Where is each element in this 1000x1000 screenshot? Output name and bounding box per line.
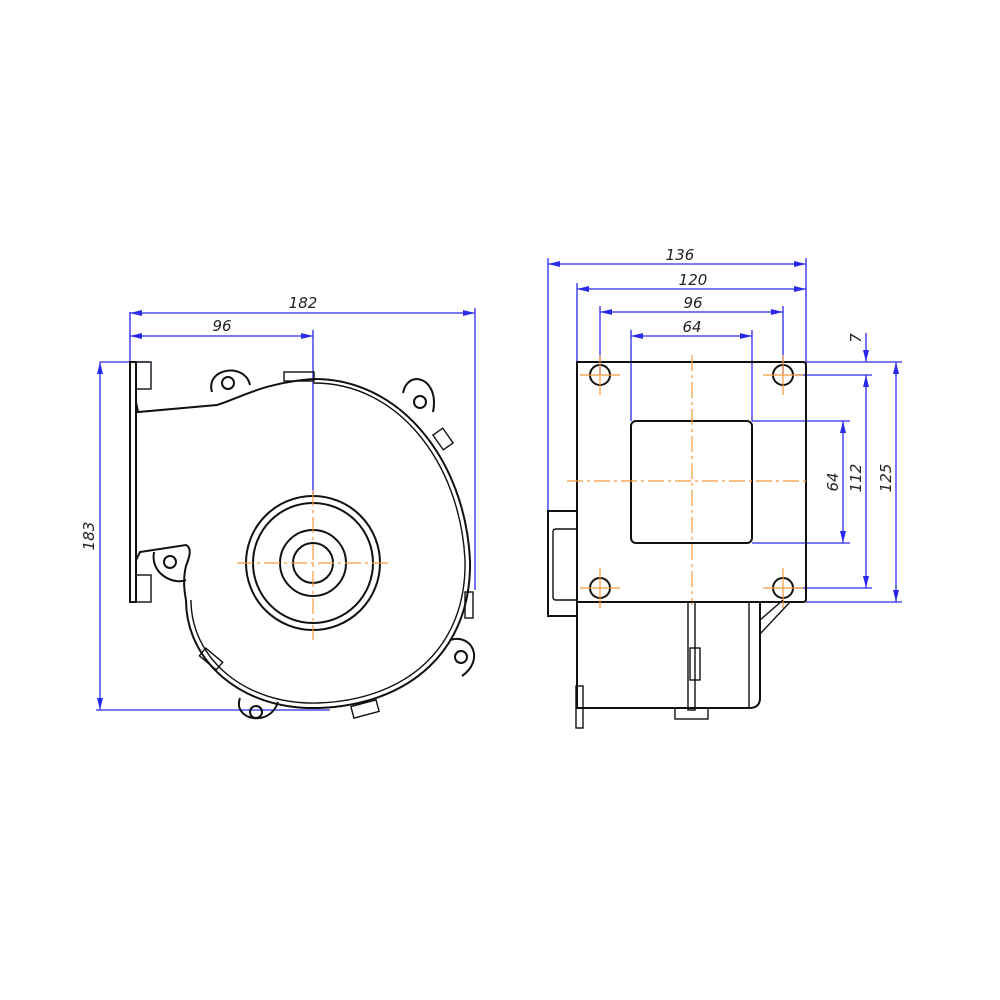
dim-label-182: 182 <box>289 294 318 312</box>
dim-label-96: 96 <box>212 317 231 335</box>
dim-label-120: 120 <box>679 271 708 289</box>
fan-housing <box>185 377 472 710</box>
dim-label-125: 125 <box>877 464 895 493</box>
dim-label-136: 136 <box>666 246 695 264</box>
mounting-holes <box>580 355 803 608</box>
dim-label-64-v: 64 <box>824 472 842 491</box>
outlet-flange <box>576 361 807 603</box>
outlet-dimensions: 136 120 96 64 7 64 112 125 <box>547 246 902 603</box>
mounting-ears <box>152 369 476 720</box>
front-dimensions: 182 96 183 <box>80 294 476 711</box>
front-view: 182 96 183 <box>80 294 476 720</box>
dim-label-7: 7 <box>847 333 865 343</box>
dim-label-64: 64 <box>682 318 701 336</box>
dim-label-96: 96 <box>683 294 702 312</box>
housing-tabs <box>198 371 474 720</box>
dim-label-183: 183 <box>80 522 98 551</box>
mounting-plate <box>129 361 314 603</box>
motor-body <box>575 599 791 729</box>
outlet-view: 136 120 96 64 7 64 112 125 <box>547 246 902 729</box>
dim-label-112: 112 <box>847 464 865 493</box>
